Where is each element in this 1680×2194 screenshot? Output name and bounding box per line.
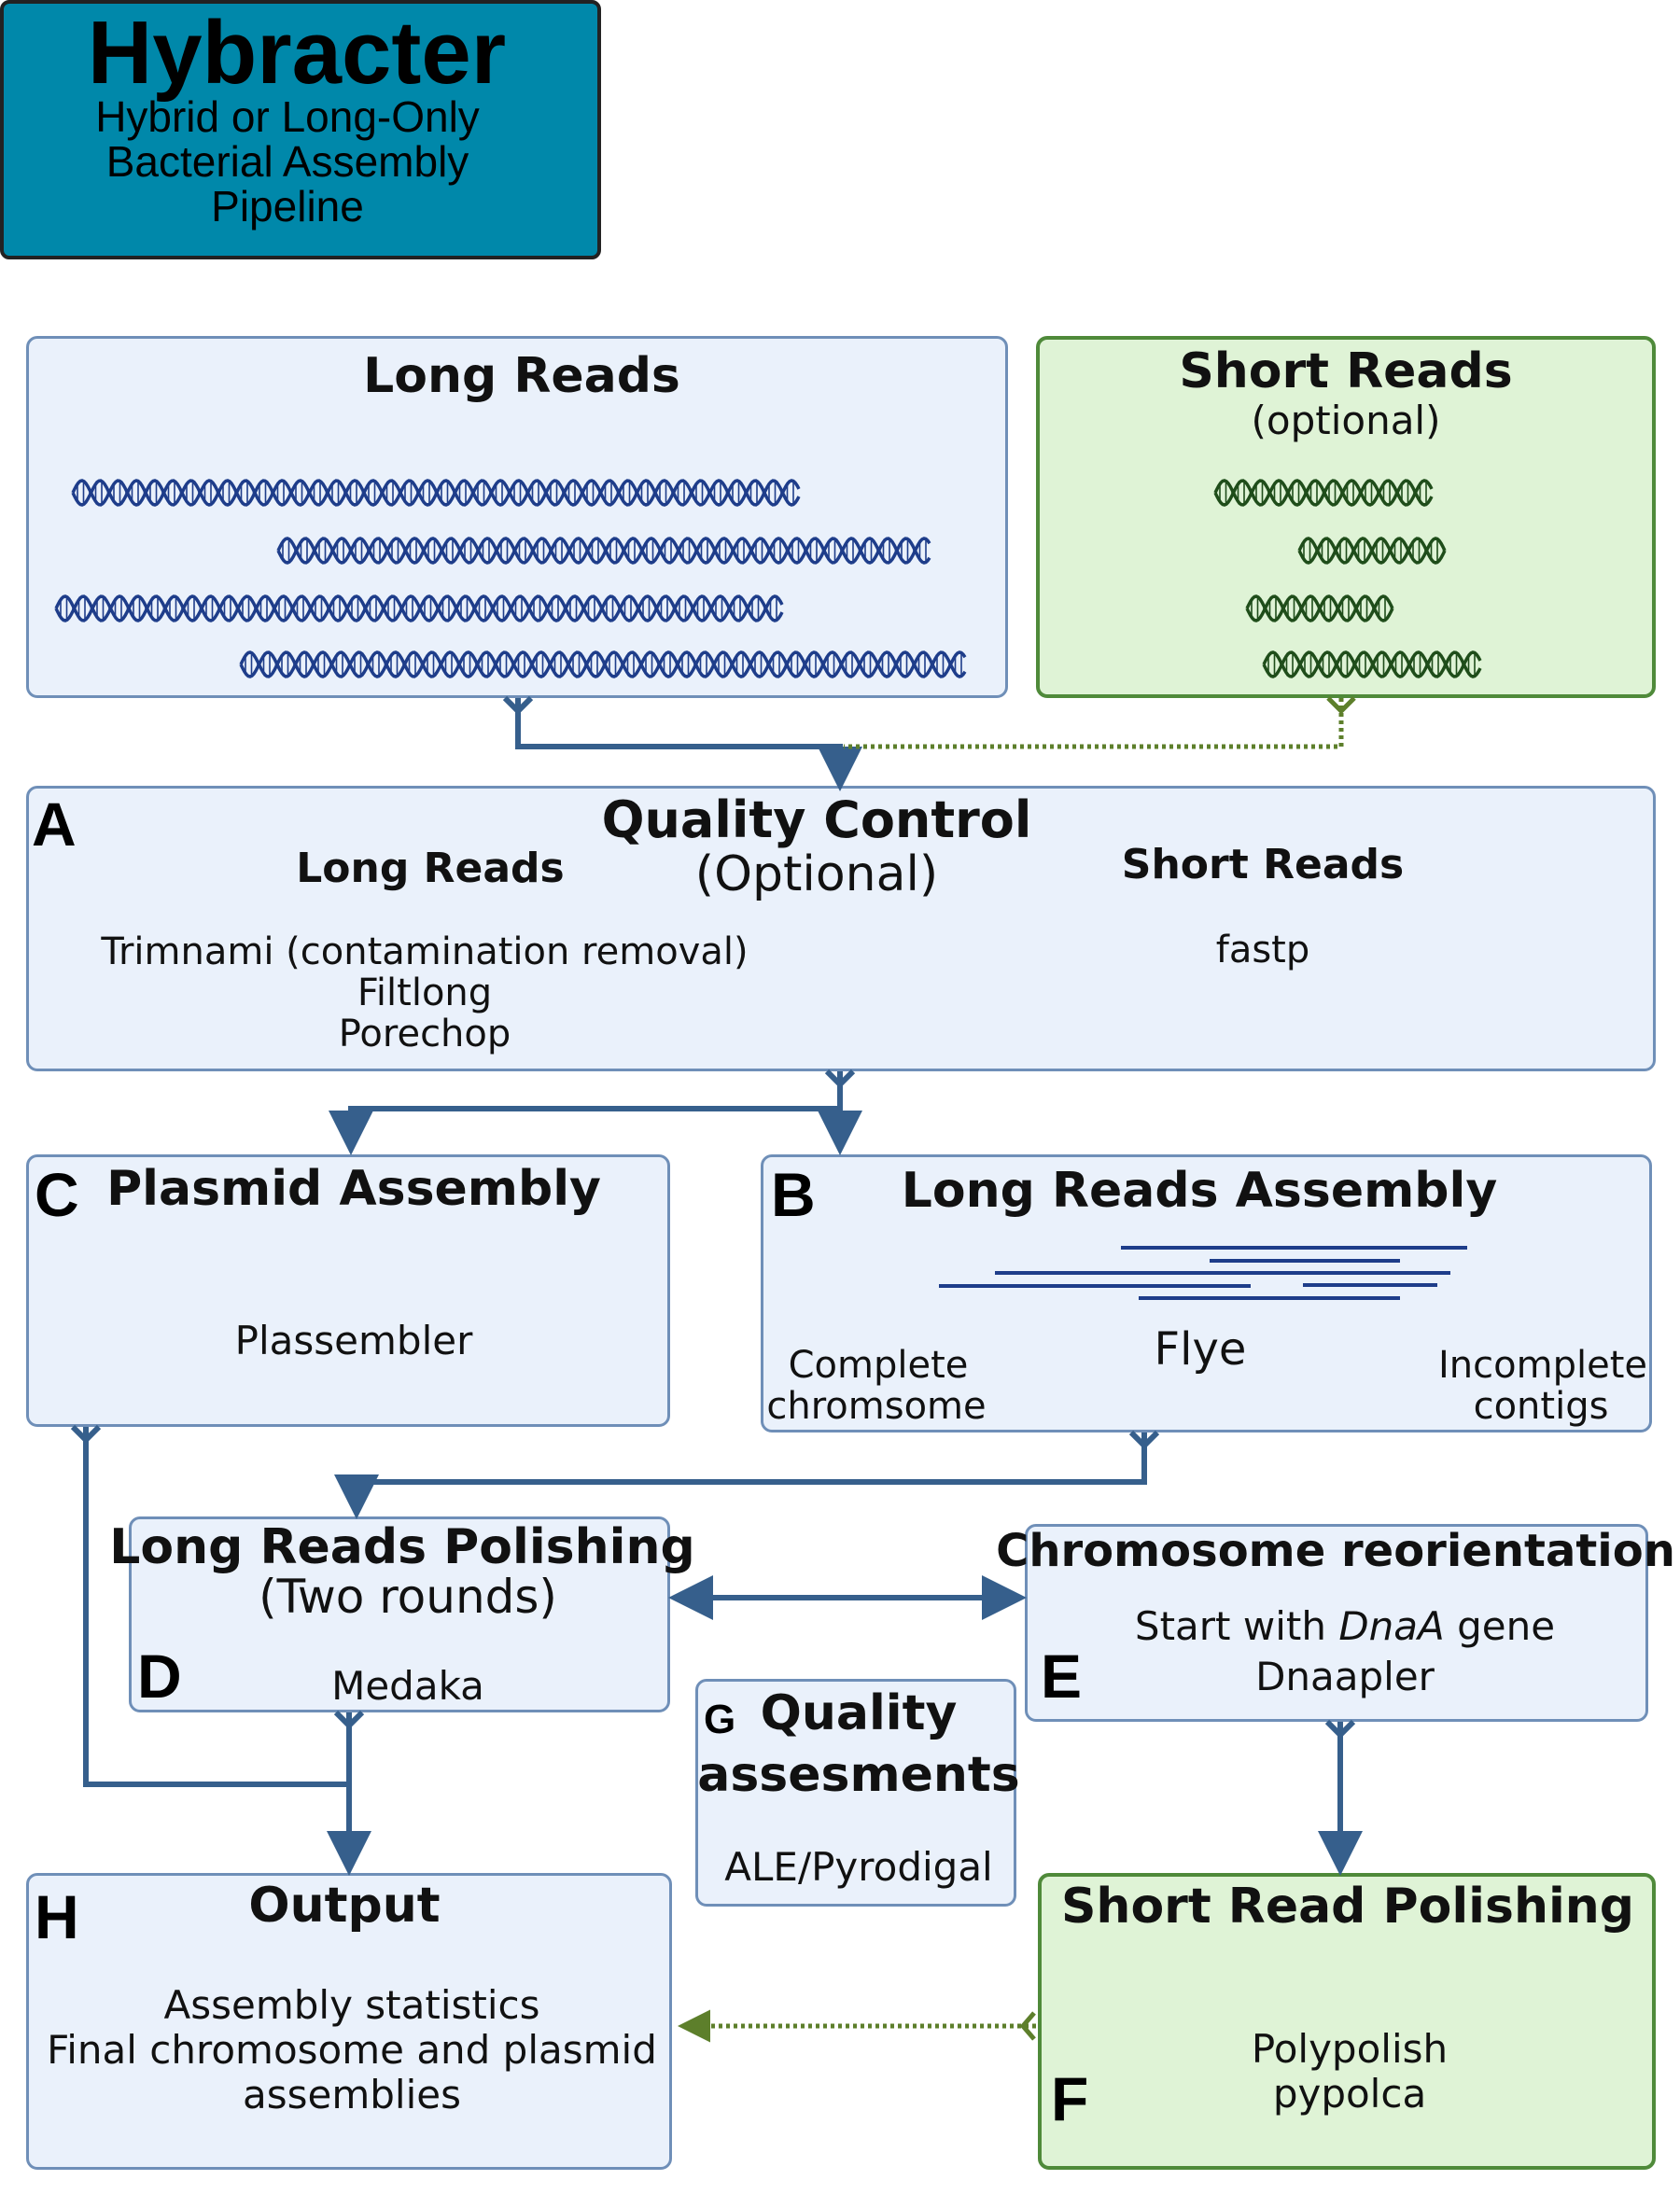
- step-letter-g: G: [704, 1697, 736, 1742]
- dnaa-gene-name: DnaA: [1338, 1603, 1445, 1649]
- output-line-assemblies: assemblies: [243, 2072, 461, 2117]
- short-reads-input-box: Short Reads (optional): [1036, 336, 1656, 698]
- long-reads-polishing-box: D Long Reads Polishing (Two rounds) Meda…: [109, 1516, 695, 1712]
- qc-long-tool-trimnami: Trimnami (contamination removal): [101, 930, 749, 973]
- plasmid-assembly-box: C Plasmid Assembly Plassembler: [26, 1154, 670, 1427]
- short-reads-input-subheading: (optional): [1251, 398, 1441, 443]
- complete-chromosome-note-line1: Complete: [788, 1344, 969, 1387]
- output-line-statistics: Assembly statistics: [163, 1982, 540, 2028]
- chromosome-reorientation-heading: Chromosome reorientation: [996, 1525, 1675, 1577]
- incomplete-contigs-note-line1: Incomplete: [1438, 1344, 1647, 1387]
- step-letter-b: B: [771, 1160, 816, 1229]
- quality-assessments-box: G Quality assesments ALE/Pyrodigal: [695, 1679, 1020, 1907]
- optional-connector-caps: [1019, 696, 1356, 2041]
- long-reads-assembly-tool: Flye: [1154, 1323, 1247, 1376]
- step-letter-h: H: [35, 1882, 79, 1951]
- complete-chromosome-note-line2: chromsome: [766, 1385, 987, 1428]
- flow-connectors: [70, 695, 1363, 1876]
- pipeline-subtitle-line3: Pipeline: [211, 182, 364, 231]
- contig-lines: [939, 1246, 1467, 1300]
- output-heading: Output: [248, 1878, 441, 1934]
- dnaa-start-line: Start with DnaA gene: [1135, 1603, 1555, 1649]
- long-reads-input-heading: Long Reads: [363, 348, 680, 404]
- quality-assessments-heading-line1: Quality: [760, 1685, 958, 1741]
- short-read-helix-icon: [1245, 594, 1394, 622]
- title-box: Hybracter Hybrid or Long-Only Bacterial …: [0, 0, 601, 259]
- long-read-helix-icon: [54, 594, 784, 622]
- pipeline-name: Hybracter: [87, 3, 507, 103]
- qc-long-tool-filtlong: Filtlong: [357, 971, 493, 1014]
- dnaa-line-suffix: gene: [1444, 1603, 1556, 1649]
- chromosome-reorientation-tool: Dnaapler: [1255, 1654, 1435, 1699]
- step-letter-a: A: [32, 790, 77, 859]
- quality-assessments-tool: ALE/Pyrodigal: [724, 1844, 993, 1890]
- short-read-polishing-heading: Short Read Polishing: [1060, 1879, 1635, 1935]
- qc-short-reads-label: Short Reads: [1121, 841, 1405, 888]
- step-letter-c: C: [35, 1160, 79, 1229]
- chromosome-reorientation-box: E Chromosome reorientation Start with Dn…: [996, 1524, 1675, 1722]
- pipeline-subtitle-line2: Bacterial Assembly: [105, 137, 469, 186]
- long-read-helix-icon: [239, 650, 967, 678]
- plasmid-assembly-heading: Plasmid Assembly: [106, 1161, 601, 1217]
- quality-control-subheading: (Optional): [694, 846, 939, 902]
- short-read-polishing-tool-pypolca: pypolca: [1272, 2071, 1427, 2117]
- long-reads-polishing-heading: Long Reads Polishing: [109, 1519, 695, 1575]
- dnaa-line-prefix: Start with: [1134, 1603, 1339, 1649]
- qc-long-tool-porechop: Porechop: [338, 1013, 511, 1055]
- qc-short-tool-fastp: fastp: [1215, 929, 1310, 971]
- long-reads-polishing-subheading: (Two rounds): [259, 1570, 557, 1624]
- long-read-helix-icon: [71, 479, 801, 507]
- output-line-final-assemblies: Final chromosome and plasmid: [47, 2027, 657, 2073]
- long-reads-input-box: Long Reads: [26, 336, 1008, 698]
- pipeline-subtitle-line1: Hybrid or Long-Only: [95, 92, 480, 141]
- short-read-polishing-box: F Short Read Polishing Polypolish pypolc…: [1038, 1873, 1656, 2170]
- short-reads-input-heading: Short Reads: [1179, 343, 1513, 399]
- output-box: H Output Assembly statistics Final chrom…: [26, 1873, 672, 2170]
- short-read-helix-icon: [1213, 479, 1434, 507]
- long-reads-assembly-box: B Long Reads Assembly Flye Complete chro…: [761, 1154, 1652, 1432]
- long-read-helix-icon: [276, 537, 931, 565]
- quality-assessments-heading-line2: assesments: [697, 1747, 1020, 1803]
- dna-helix-icons: [54, 479, 1482, 678]
- long-reads-assembly-heading: Long Reads Assembly: [901, 1163, 1498, 1219]
- qc-long-reads-label: Long Reads: [296, 845, 565, 892]
- short-read-polishing-tool-polypolish: Polypolish: [1251, 2026, 1449, 2072]
- quality-control-box: A Quality Control (Optional) Long Reads …: [26, 786, 1656, 1071]
- step-letter-f: F: [1051, 2064, 1089, 2133]
- plasmid-assembly-tool: Plassembler: [234, 1318, 473, 1363]
- quality-control-heading: Quality Control: [601, 790, 1032, 849]
- incomplete-contigs-note-line2: contigs: [1473, 1385, 1609, 1428]
- short-read-helix-icon: [1262, 650, 1482, 678]
- step-letter-e: E: [1041, 1642, 1083, 1711]
- long-reads-polishing-tool: Medaka: [331, 1663, 484, 1709]
- step-letter-d: D: [137, 1642, 182, 1711]
- short-read-helix-icon: [1297, 537, 1447, 565]
- optional-connectors: [678, 698, 1344, 2043]
